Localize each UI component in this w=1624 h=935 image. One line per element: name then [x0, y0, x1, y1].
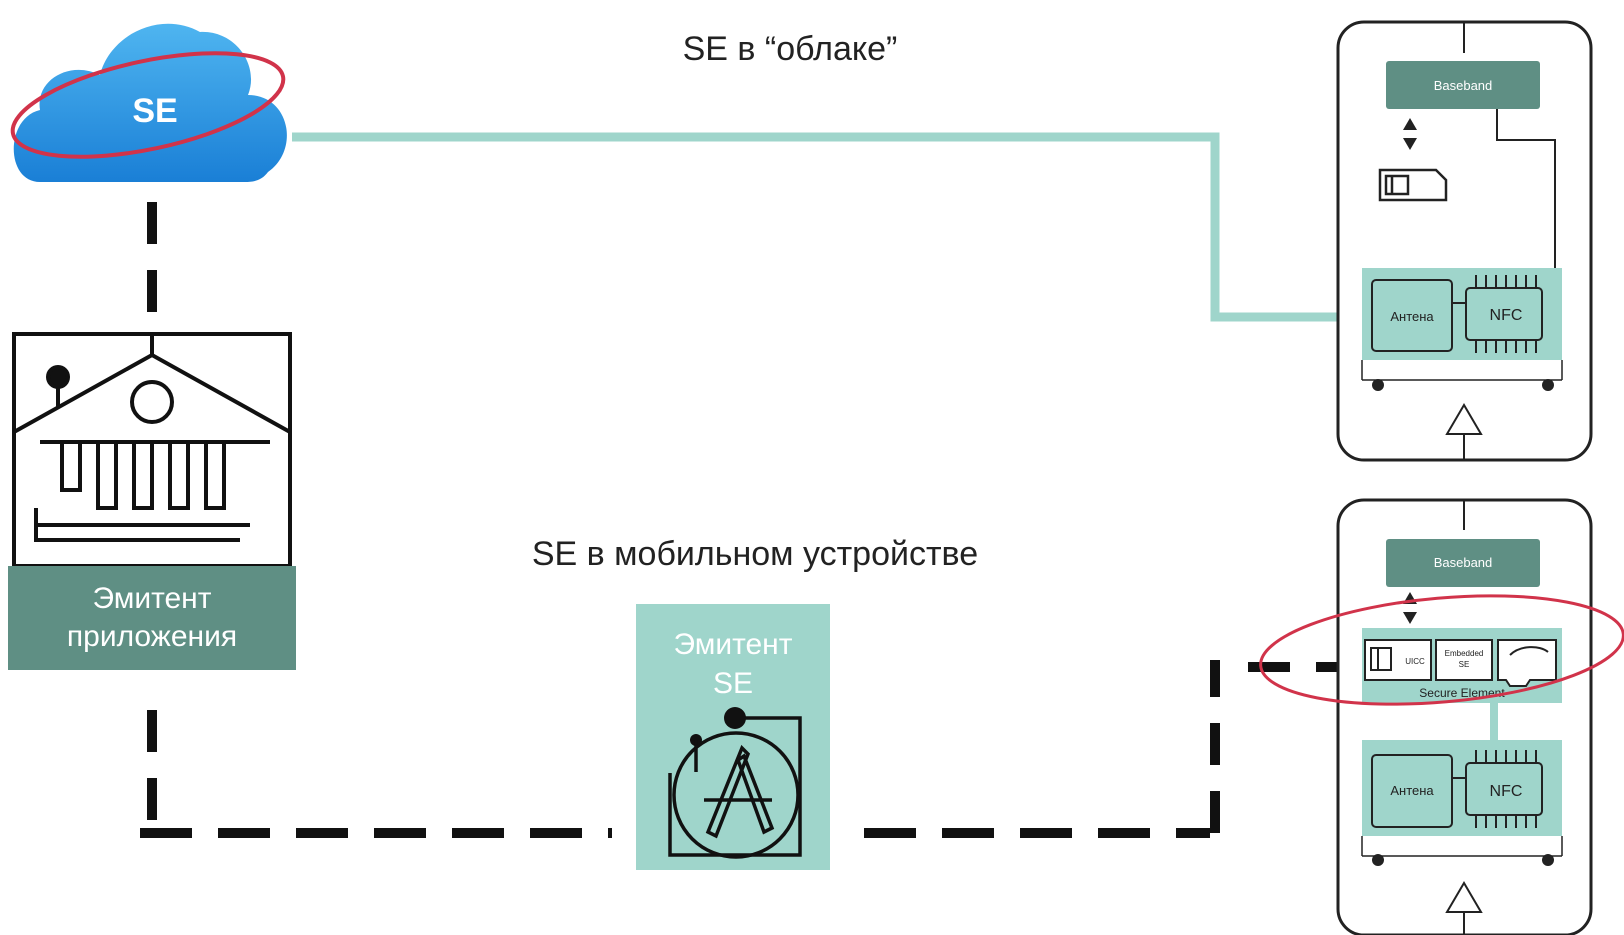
sim-card-icon — [1364, 639, 1432, 681]
cloud-highlight-ellipse — [10, 51, 286, 159]
phone-bottom: Baseband UICC Embedded SE Secure Element… — [1259, 498, 1624, 935]
dashed-links — [140, 202, 1340, 838]
antenna-block — [1371, 754, 1453, 828]
se-issuer-line1: Эмитент — [673, 628, 792, 661]
antenna-label: Антена — [1390, 783, 1434, 798]
issuer-box — [8, 566, 296, 670]
baseband-label: Baseband — [1434, 78, 1493, 93]
embedded-se-label-2: SE — [1459, 660, 1470, 669]
antenna-block — [1371, 279, 1453, 352]
cloud-icon: SE — [10, 23, 287, 183]
embedded-se-block — [1435, 639, 1493, 681]
embedded-se-label-1: Embedded — [1445, 649, 1484, 658]
uicc-label: UICC — [1405, 657, 1425, 666]
bank-building-icon — [12, 332, 292, 568]
issuer-line2: приложения — [67, 620, 237, 653]
arrows-updown-icon — [1403, 118, 1417, 150]
nfc-chip-icon — [1465, 275, 1543, 353]
sim-card-icon — [1378, 168, 1448, 202]
cloud-title: SE в “облаке” — [683, 30, 898, 68]
app-store-icon — [668, 707, 802, 859]
se-highlight-ellipse — [1259, 594, 1624, 706]
phone-top: Baseband Антена NFC — [1336, 20, 1593, 462]
nfc-label: NFC — [1490, 307, 1523, 324]
se-issuer-line2: SE — [713, 667, 753, 700]
issuer-line1: Эмитент — [92, 582, 211, 615]
secure-element-label: Secure Element — [1419, 686, 1505, 700]
antenna-label: Антена — [1390, 309, 1434, 324]
cloud-to-phone-line — [292, 132, 1375, 322]
baseband-block — [1386, 61, 1540, 109]
mobile-title: SE в мобильном устройстве — [532, 535, 978, 573]
baseband-block — [1386, 539, 1540, 587]
cloud-se-badge: SE — [132, 92, 177, 130]
microsd-icon — [1497, 639, 1557, 687]
baseband-label: Baseband — [1434, 555, 1493, 570]
nfc-label: NFC — [1490, 783, 1523, 800]
nfc-chip-icon — [1465, 750, 1543, 828]
